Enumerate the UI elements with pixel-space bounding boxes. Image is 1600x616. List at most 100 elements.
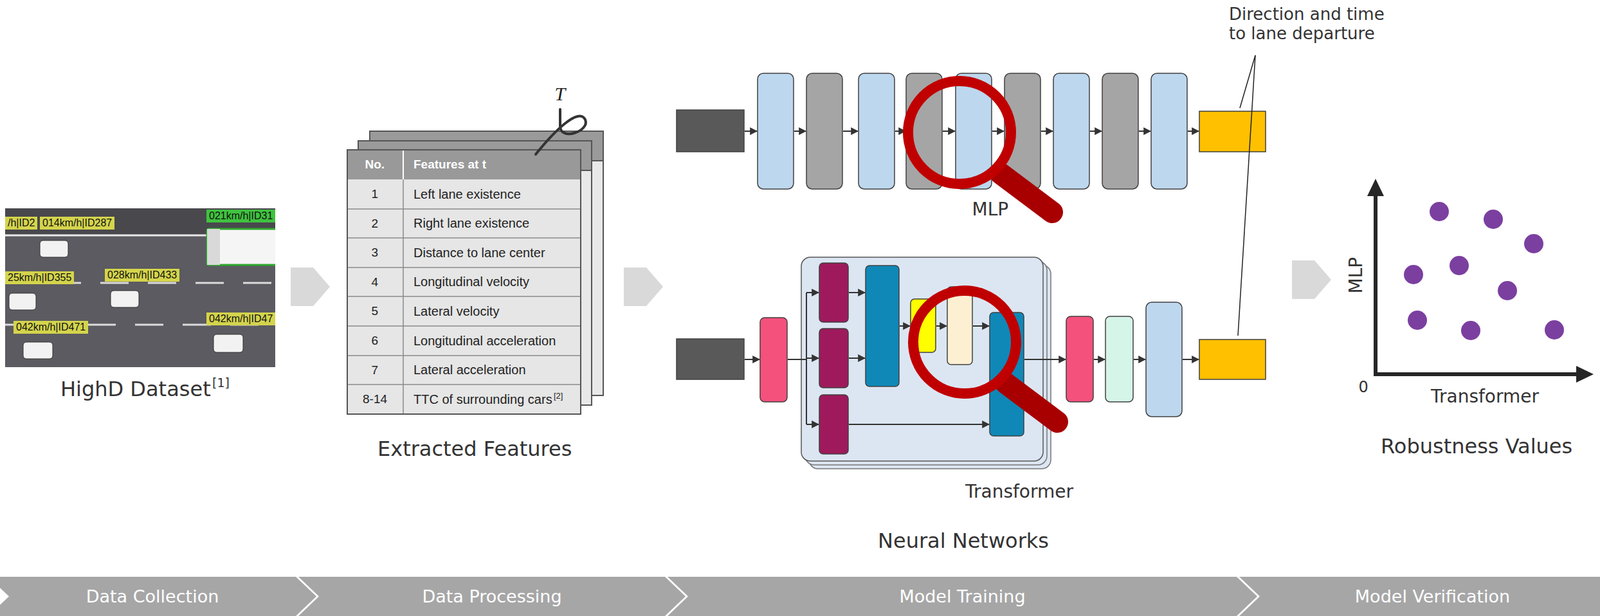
table-cell: 4 <box>371 275 379 290</box>
stage-band: Model Verification <box>1239 576 1600 616</box>
band-shape <box>1239 576 1600 616</box>
highd-aerial-image <box>39 240 69 258</box>
transformer-arrow <box>899 325 910 327</box>
robustness-dot <box>1524 234 1544 254</box>
mlp-network <box>1102 73 1139 190</box>
mlp-network <box>806 73 843 190</box>
chart-axis <box>1373 372 1579 377</box>
mlp-network <box>757 73 794 190</box>
transformer-network <box>676 338 745 380</box>
flow-arrow <box>290 267 330 307</box>
magnifier-icon <box>908 81 1011 184</box>
table-cell: 3 <box>371 245 379 260</box>
mlp-network <box>676 109 745 152</box>
citation-mark: [1] <box>212 376 230 391</box>
axis-label: Transformer <box>1430 386 1539 408</box>
section-caption: Extracted Features <box>377 437 572 462</box>
mlp-arrow <box>744 130 757 132</box>
table-cell: Lateral acceleration <box>413 362 527 378</box>
chart-axis <box>1373 192 1378 377</box>
feature-table <box>347 149 581 180</box>
transformer-network <box>1145 302 1182 417</box>
transformer-network <box>819 394 849 455</box>
transformer-network <box>947 286 973 365</box>
transformer-arrow <box>936 325 947 327</box>
transformer-network <box>819 263 849 323</box>
transformer-network <box>801 257 1044 462</box>
vehicle-tag: 25km/h|ID355 <box>5 271 74 285</box>
dataset-caption: HighD Dataset <box>60 377 211 402</box>
table-cell: Longitudinal velocity <box>413 274 530 290</box>
table-cell: 8-14 <box>362 392 388 407</box>
transformer-network <box>819 328 849 388</box>
robustness-dot <box>1461 320 1481 341</box>
band-shape <box>298 576 686 616</box>
transformer-network <box>760 317 788 402</box>
time-curl <box>535 109 586 155</box>
table-cell: 5 <box>371 304 379 319</box>
vehicle-tag: 042km/h|ID471 <box>13 320 89 334</box>
magnifier-icon <box>913 290 1017 394</box>
time-axis-label: T <box>554 82 566 106</box>
mlp-arrow <box>992 130 1004 132</box>
feature-table <box>347 179 581 415</box>
table-cell: Distance to lane center <box>413 245 546 261</box>
feature-table <box>347 149 581 415</box>
transformer-arrow <box>1182 358 1199 361</box>
robustness-dot <box>1544 320 1564 340</box>
vehicle-tag: /h|ID2 <box>5 216 38 230</box>
mlp-network <box>858 73 895 190</box>
transformer-arrow <box>848 423 990 426</box>
highd-aerial-image <box>207 228 220 265</box>
transformer-arrow <box>972 325 990 327</box>
stage-label: Data Collection <box>86 586 220 607</box>
transformer-arrow <box>806 423 819 426</box>
transformer-arrow <box>1093 358 1105 361</box>
table-cell: 6 <box>371 333 379 348</box>
output-annotation: Direction and time to lane departure <box>1228 5 1390 44</box>
mlp-arrow <box>1138 130 1151 132</box>
mlp-network <box>1151 73 1188 190</box>
feature-table <box>347 149 581 415</box>
transformer-arrow <box>806 291 819 294</box>
chart-caption: Robustness Values <box>1380 434 1573 459</box>
highd-aerial-image <box>23 342 53 359</box>
mlp-arrow <box>794 130 806 132</box>
transformer-arrow <box>744 292 1199 425</box>
transformer-arrow <box>806 357 819 359</box>
stage-label: Model Verification <box>1354 586 1510 607</box>
vehicle-tag: 028km/h|ID433 <box>104 268 180 282</box>
table-header: No. <box>365 157 386 172</box>
transformer-arrow <box>848 291 865 294</box>
band-shape <box>0 576 317 616</box>
table-cell: 2 <box>371 216 379 231</box>
table-cell: 1 <box>371 187 379 202</box>
table-cell: 7 <box>371 363 379 378</box>
transformer-arrow <box>1024 358 1066 361</box>
magnifier-icon <box>908 81 1058 422</box>
feature-table <box>402 179 404 415</box>
robustness-dot <box>1403 264 1424 285</box>
time-curl <box>535 109 586 155</box>
section-caption: Neural Networks <box>877 529 1049 554</box>
table-cell: Longitudinal acceleration <box>413 333 556 349</box>
band-shape <box>667 576 1258 616</box>
axis-origin: 0 <box>1358 378 1369 397</box>
highd-aerial-image <box>5 208 276 368</box>
chart-axis <box>1367 178 1384 197</box>
table-cell: Lateral velocity <box>413 304 500 319</box>
table-cell: TTC of surrounding cars <box>413 392 553 408</box>
highd-aerial-image <box>213 334 244 353</box>
highd-aerial-image <box>207 228 276 265</box>
leader-line <box>1237 55 1256 336</box>
chart-axis <box>1576 365 1594 383</box>
robustness-dot <box>1449 255 1469 276</box>
stage-label: Data Processing <box>421 586 562 607</box>
axis-label: MLP <box>1345 257 1367 294</box>
transformer-network <box>1066 316 1094 402</box>
vehicle-tag: 014km/h|ID287 <box>39 216 115 230</box>
transformer-network <box>865 265 900 387</box>
